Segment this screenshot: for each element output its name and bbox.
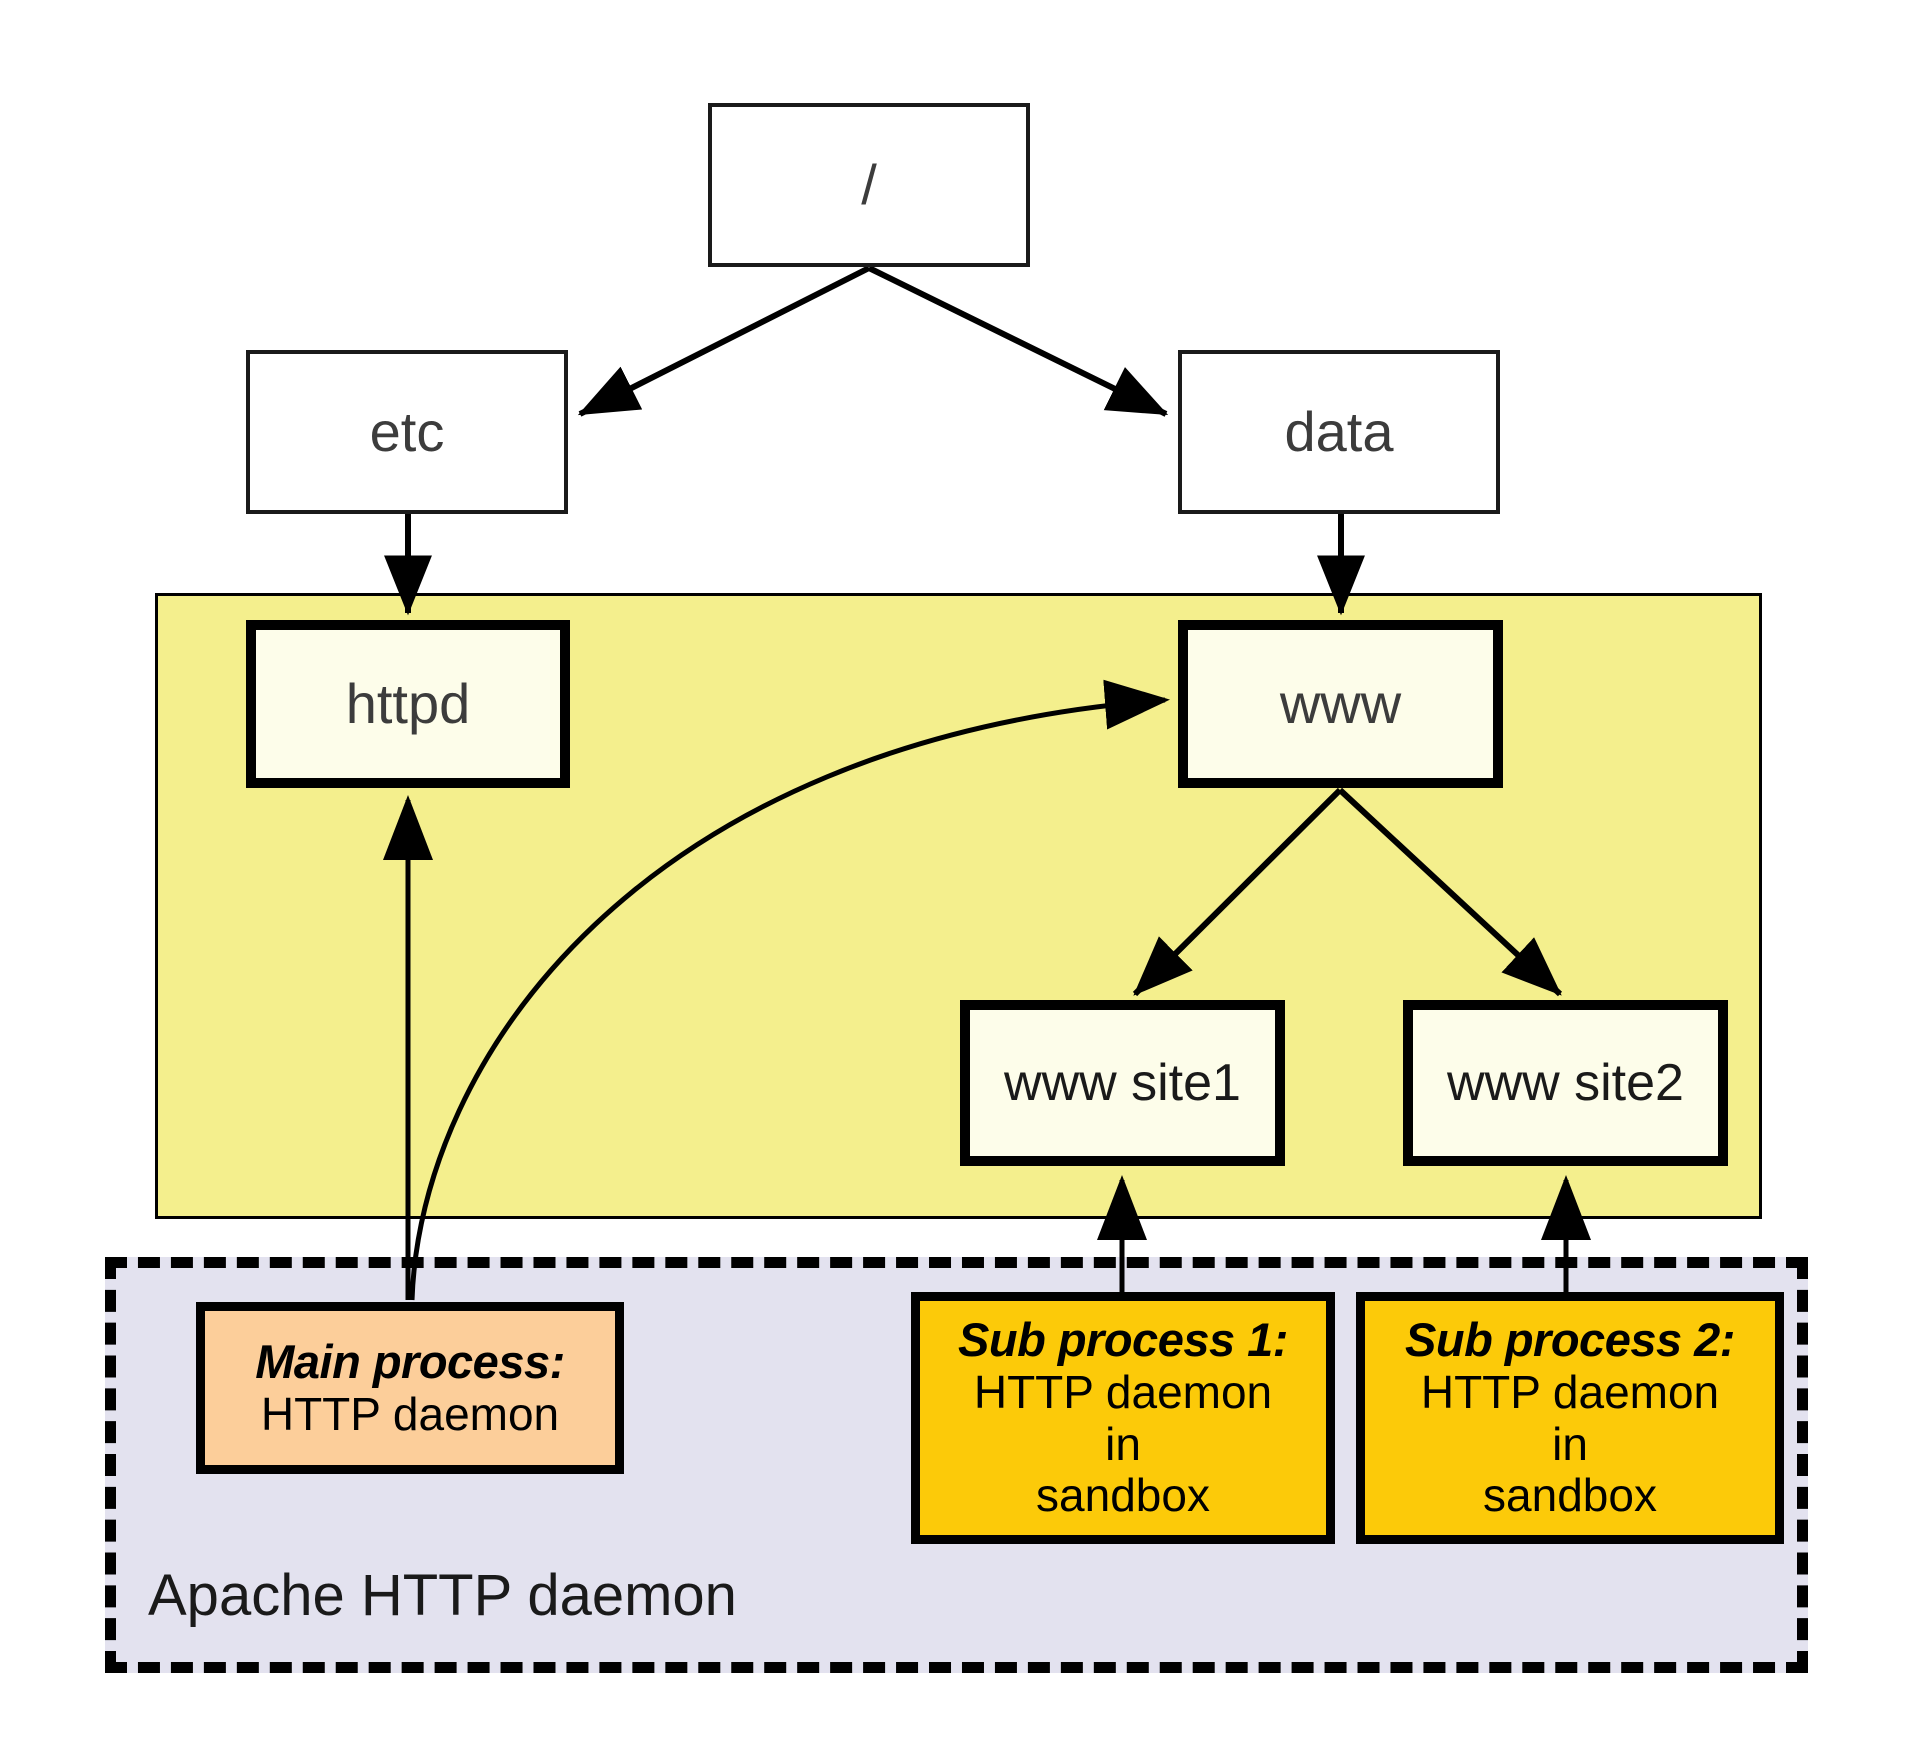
process-main[interactable]: Main process: HTTP daemon bbox=[196, 1302, 624, 1474]
process-sub-1-title: Sub process 1: bbox=[958, 1313, 1288, 1367]
process-sub-1-line3: sandbox bbox=[1036, 1469, 1210, 1522]
process-sub-1[interactable]: Sub process 1: HTTP daemon in sandbox bbox=[911, 1292, 1335, 1544]
node-httpd-label: httpd bbox=[345, 671, 471, 735]
process-sub-2[interactable]: Sub process 2: HTTP daemon in sandbox bbox=[1356, 1292, 1784, 1544]
node-www-label: www bbox=[1279, 671, 1402, 735]
process-sub-2-title: Sub process 2: bbox=[1405, 1313, 1735, 1367]
node-www-site2[interactable]: www site2 bbox=[1403, 1000, 1728, 1166]
node-www-site1[interactable]: www site1 bbox=[960, 1000, 1285, 1166]
node-root-label: / bbox=[861, 152, 877, 216]
node-root[interactable]: / bbox=[708, 103, 1030, 267]
process-sub-2-line2: in bbox=[1552, 1417, 1588, 1470]
process-sub-2-line1: HTTP daemon bbox=[1420, 1366, 1720, 1419]
process-main-title: Main process: bbox=[255, 1334, 565, 1388]
process-sub-2-line3: sandbox bbox=[1483, 1469, 1657, 1522]
node-www[interactable]: www bbox=[1178, 620, 1503, 788]
node-etc[interactable]: etc bbox=[246, 350, 568, 514]
process-sub-1-line2: in bbox=[1105, 1417, 1141, 1470]
node-httpd[interactable]: httpd bbox=[246, 620, 570, 788]
node-data-label: data bbox=[1284, 399, 1394, 463]
apache-daemon-region-label: Apache HTTP daemon bbox=[148, 1563, 737, 1628]
process-sub-1-line1: HTTP daemon bbox=[973, 1366, 1273, 1419]
node-www-site2-label: www site2 bbox=[1447, 1053, 1684, 1112]
edge-root-to-data bbox=[867, 265, 1169, 417]
edge-root-to-etc bbox=[577, 265, 871, 417]
node-data[interactable]: data bbox=[1178, 350, 1500, 514]
node-etc-label: etc bbox=[369, 399, 445, 463]
node-www-site1-label: www site1 bbox=[1004, 1053, 1241, 1112]
process-main-line1: HTTP daemon bbox=[260, 1387, 560, 1440]
